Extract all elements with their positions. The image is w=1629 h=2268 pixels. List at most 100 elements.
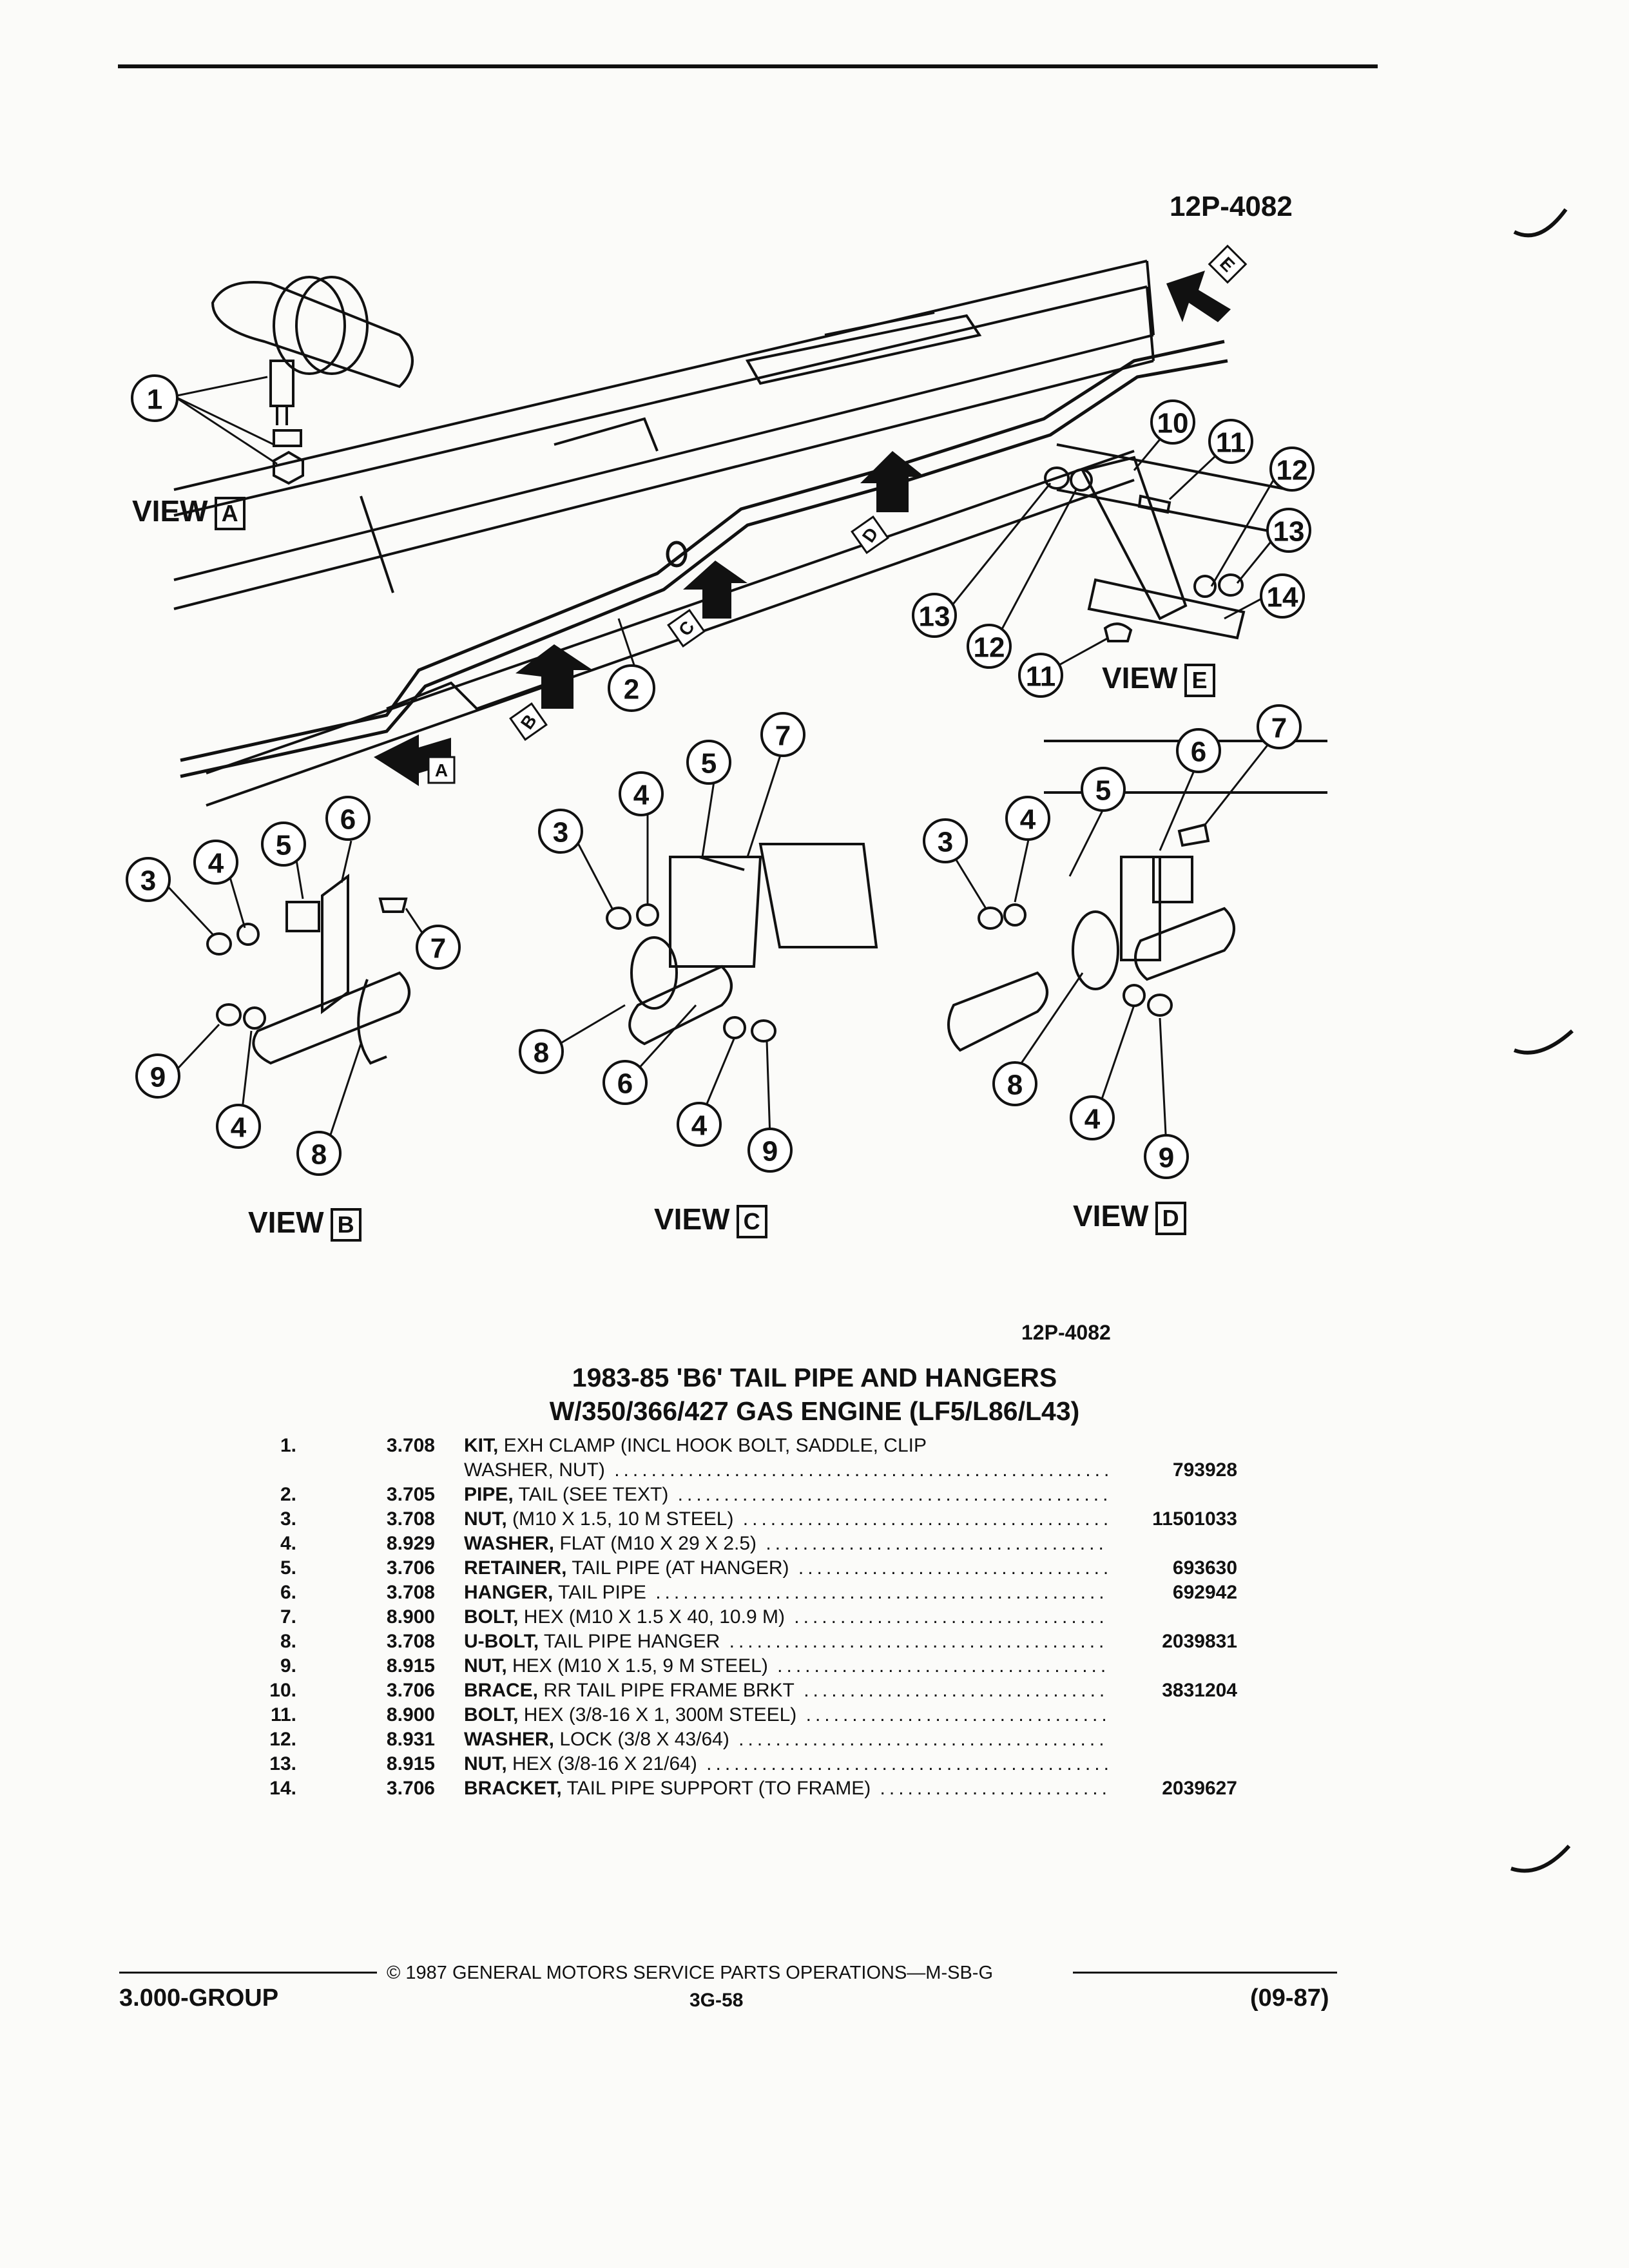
leader-lines	[163, 376, 1280, 1151]
item-description-text: HEX (3/8-16 X 1, 300M STEEL)	[518, 1704, 797, 1725]
svg-text:14: 14	[1267, 582, 1298, 613]
item-description-text: RR TAIL PIPE FRAME BRKT	[538, 1680, 795, 1701]
footer-rule-right	[1073, 1972, 1337, 1974]
part-number: 2039831	[1162, 1631, 1237, 1652]
svg-text:9: 9	[762, 1136, 778, 1168]
item-description: WASHER, FLAT (M10 X 29 X 2.5) ..........…	[435, 1532, 1108, 1556]
item-number: 1.	[280, 1435, 296, 1456]
svg-text:5: 5	[276, 830, 291, 861]
part-number	[1108, 1434, 1237, 1458]
item-description-text: TAIL PIPE (AT HANGER)	[566, 1557, 789, 1579]
item-description: WASHER, NUT) ...........................…	[435, 1458, 1108, 1483]
svg-text:4: 4	[208, 848, 224, 879]
tail-pipe	[180, 340, 1228, 778]
svg-text:4: 4	[1020, 804, 1036, 836]
svg-text:12: 12	[1277, 455, 1308, 486]
svg-text:3: 3	[553, 817, 568, 849]
svg-text:2: 2	[624, 674, 639, 706]
view-c-hanger-illustration	[606, 843, 878, 1046]
item-number: 5.	[280, 1557, 296, 1579]
svg-text:13: 13	[1273, 516, 1305, 548]
svg-text:12: 12	[974, 632, 1005, 664]
item-description: KIT, EXH CLAMP (INCL HOOK BOLT, SADDLE, …	[435, 1434, 1108, 1458]
callout-11: 11	[1208, 419, 1253, 464]
group-number: 8.900	[386, 1704, 435, 1725]
callout-10: 10	[1150, 399, 1195, 445]
item-description: BOLT, HEX (M10 X 1.5 X 40, 10.9 M) .....…	[435, 1605, 1108, 1629]
item-description-text: TAIL PIPE	[553, 1582, 646, 1603]
callout-5: 5	[1081, 767, 1126, 812]
item-number: 3.	[280, 1508, 296, 1530]
group-number: 3.708	[386, 1631, 435, 1652]
group-number: 3.706	[386, 1557, 435, 1579]
item-description-text: (M10 X 1.5, 10 M STEEL)	[506, 1508, 734, 1530]
callout-4: 4	[1070, 1095, 1115, 1140]
view-e-bracket-illustration	[1044, 443, 1289, 642]
view-d-hanger-illustration	[947, 740, 1327, 1052]
callout-13: 13	[1266, 508, 1311, 553]
dot-leader: ........................................…	[804, 1680, 1108, 1701]
item-name: BOLT,	[464, 1704, 519, 1725]
group-number: 3.708	[386, 1582, 435, 1603]
footer-rule-left	[119, 1972, 377, 1974]
footer-copyright: © 1987 GENERAL MOTORS SERVICE PARTS OPER…	[387, 1963, 993, 1983]
group-number: 3.708	[386, 1435, 435, 1456]
item-number: 4.	[280, 1533, 296, 1554]
svg-text:8: 8	[1007, 1070, 1023, 1101]
item-name: BRACE,	[464, 1680, 539, 1701]
svg-text:11: 11	[1216, 427, 1246, 459]
view-arrows	[374, 271, 1231, 786]
dot-leader: ........................................…	[677, 1484, 1108, 1505]
dot-leader: ........................................…	[729, 1631, 1108, 1652]
clamp-kit-illustration	[211, 276, 414, 485]
callout-2: 2	[608, 664, 655, 712]
svg-text:5: 5	[1095, 775, 1111, 807]
part-number	[1108, 1752, 1237, 1776]
callout-11: 11	[1018, 653, 1063, 698]
dot-leader: ........................................…	[766, 1533, 1108, 1554]
top-rule	[118, 64, 1378, 68]
part-number	[1108, 1483, 1237, 1507]
group-number: 8.900	[386, 1606, 435, 1628]
svg-text:4: 4	[1084, 1104, 1101, 1135]
group-number: 8.931	[386, 1729, 435, 1750]
item-name: BOLT,	[464, 1606, 519, 1628]
item-name: U-BOLT,	[464, 1631, 539, 1652]
dot-leader: ........................................…	[794, 1606, 1108, 1628]
part-number: 692942	[1172, 1582, 1237, 1603]
item-number: 9.	[280, 1655, 296, 1677]
item-number: 11.	[270, 1704, 296, 1725]
callout-3: 3	[538, 809, 583, 854]
item-description-text: EXH CLAMP (INCL HOOK BOLT, SADDLE, CLIP	[498, 1435, 927, 1456]
footer-group: 3.000-GROUP	[119, 1984, 279, 2012]
item-number: 8.	[280, 1631, 296, 1652]
callout-1: 1	[131, 374, 178, 422]
callout-7: 7	[1257, 704, 1302, 749]
item-description-text: HEX (3/8-16 X 21/64)	[506, 1753, 697, 1774]
item-description: WASHER, LOCK (3/8 X 43/64) .............…	[435, 1727, 1108, 1752]
item-number: 7.	[280, 1606, 296, 1628]
group-number: 3.705	[386, 1484, 435, 1505]
dot-leader: ........................................…	[706, 1753, 1108, 1774]
svg-text:5: 5	[701, 748, 717, 780]
callout-5: 5	[686, 740, 731, 785]
callout-12: 12	[967, 624, 1012, 669]
item-number: 10.	[269, 1680, 296, 1701]
svg-text:13: 13	[919, 601, 950, 633]
item-name: RETAINER,	[464, 1557, 567, 1579]
callout-4: 4	[1005, 796, 1050, 841]
callout-4: 4	[677, 1102, 722, 1147]
svg-text:4: 4	[691, 1110, 708, 1142]
item-name: BRACKET,	[464, 1778, 562, 1799]
svg-text:9: 9	[150, 1062, 166, 1093]
item-description: RETAINER, TAIL PIPE (AT HANGER) ........…	[435, 1556, 1108, 1581]
part-number	[1108, 1532, 1237, 1556]
view-b-hanger-illustration	[206, 874, 410, 1065]
